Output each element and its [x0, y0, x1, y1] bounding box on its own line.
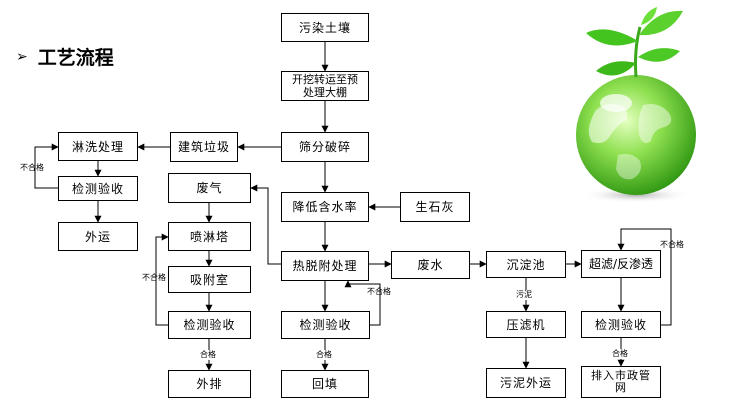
node-transport-out: 外运: [58, 222, 138, 251]
node-adsorption-chamber: 吸附室: [168, 266, 251, 293]
node-inspection-gas: 检测验收: [168, 311, 251, 339]
label-fail-wash: 不合格: [20, 163, 44, 172]
node-inspection-mid: 检测验收: [281, 311, 370, 339]
label-fail-gas: 不合格: [142, 273, 166, 282]
node-discharge: 外排: [168, 370, 251, 398]
node-excavate-transport-line1: 开挖转运至预: [292, 73, 358, 86]
node-uf-ro: 超滤/反渗透: [581, 250, 661, 278]
node-discharge-municipal: 排入市政管网: [581, 366, 661, 398]
node-inspection-water: 检测验收: [581, 311, 661, 338]
node-excavate-transport-line2: 处理大棚: [303, 86, 347, 99]
loop-fail-water: [617, 228, 672, 326]
node-spray-tower: 喷淋塔: [168, 222, 251, 251]
section-title: ➢ 工艺流程: [16, 43, 114, 70]
loop-fail-wash: [34, 143, 59, 189]
node-quicklime: 生石灰: [400, 192, 470, 222]
node-sludge-transport: 污泥外运: [486, 368, 566, 398]
node-backfill: 回填: [281, 370, 369, 398]
label-sludge: 污泥: [516, 290, 532, 300]
eco-globe-icon: [576, 7, 696, 203]
label-fail-water: 不合格: [660, 240, 684, 249]
node-washing-treatment: 淋洗处理: [58, 132, 138, 161]
arrow-thermal-to-exhaust: [250, 184, 281, 265]
label-pass-gas: 合格: [200, 350, 216, 360]
node-contaminated-soil: 污染土壤: [281, 13, 369, 42]
node-wastewater: 废水: [391, 251, 470, 279]
node-sedimentation-tank: 沉淀池: [486, 251, 566, 278]
node-excavate-transport: 开挖转运至预 处理大棚: [281, 71, 369, 101]
node-thermal-desorption: 热脱附处理: [281, 251, 369, 281]
node-filter-press: 压滤机: [486, 311, 566, 338]
label-pass-water: 合格: [612, 349, 628, 359]
label-fail-mid: 不合格: [367, 287, 391, 296]
bullet-arrow-icon: ➢: [16, 48, 28, 65]
node-reduce-moisture: 降低含水率: [281, 192, 369, 222]
node-screen-crush: 筛分破碎: [281, 132, 369, 162]
label-pass-mid: 合格: [316, 350, 332, 360]
loop-fail-gas: [155, 233, 169, 326]
node-construction-waste: 建筑垃圾: [170, 132, 238, 162]
node-inspection-left: 检测验收: [58, 176, 138, 201]
section-title-text: 工艺流程: [37, 47, 114, 69]
loop-fail-mid: [344, 280, 381, 326]
node-exhaust-gas: 废气: [168, 173, 251, 203]
